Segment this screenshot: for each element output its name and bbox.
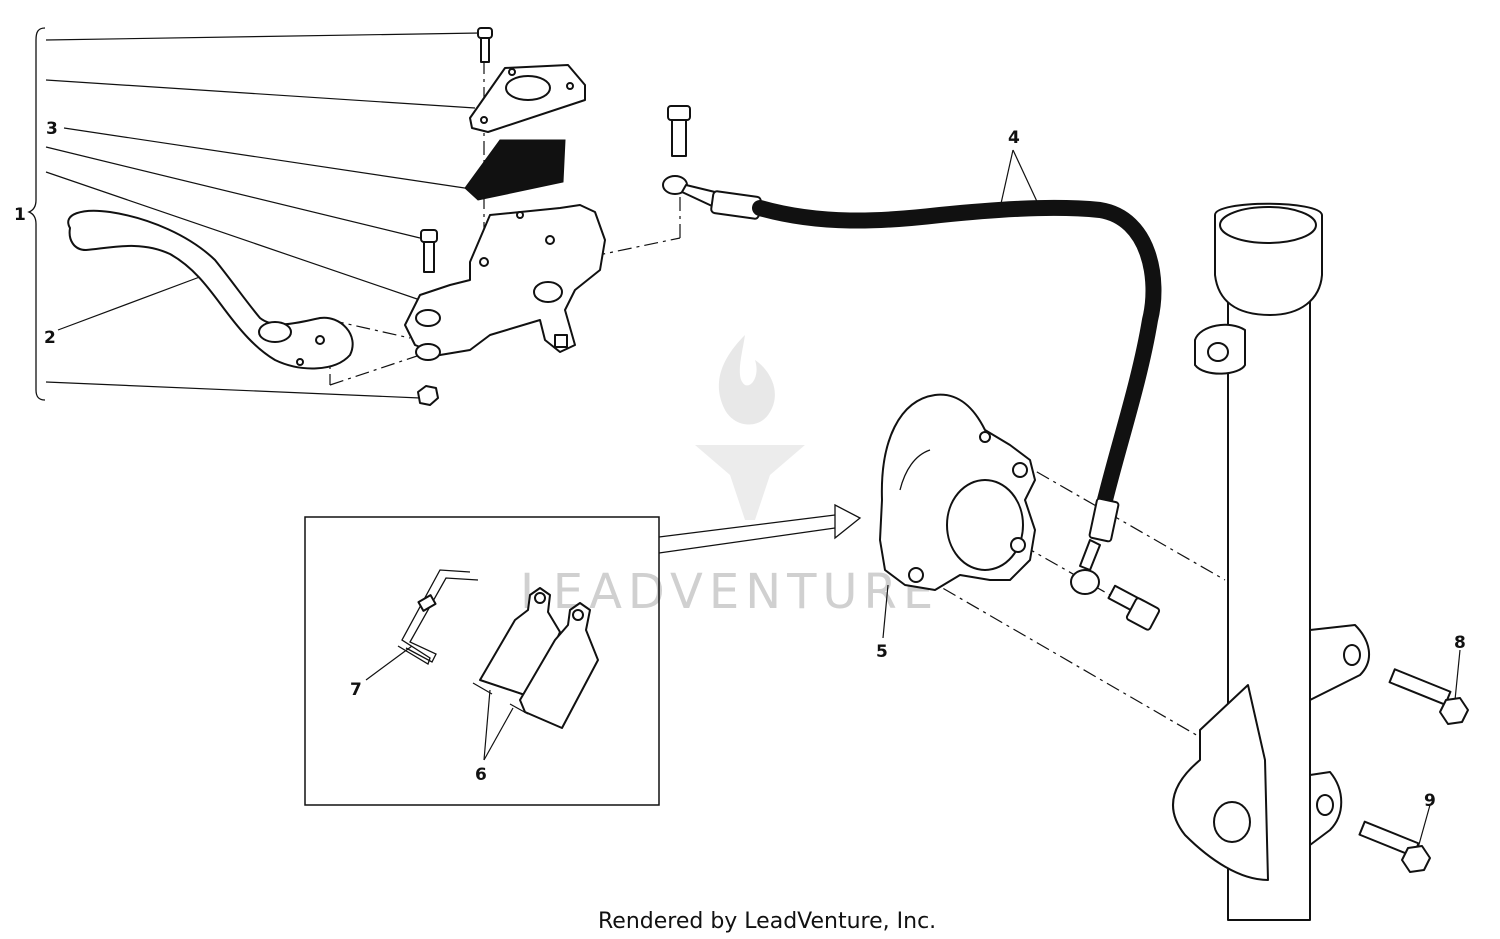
callout-7: 7 [350, 680, 362, 700]
callout-5: 5 [876, 642, 888, 662]
assembly-bracket [27, 27, 46, 401]
callout-3: 3 [46, 119, 58, 139]
detail-arrow [658, 503, 862, 554]
callout-1: 1 [14, 205, 26, 225]
pad-spring [397, 569, 479, 665]
diaphragm [464, 139, 566, 201]
callout-8: 8 [1454, 633, 1466, 653]
master-cylinder [404, 204, 606, 361]
callout-9: 9 [1424, 791, 1436, 811]
detail-inset-box [304, 516, 660, 806]
leader-lines [45, 32, 1461, 849]
caliper-banjo-bolt [1107, 584, 1161, 631]
brake-pads [472, 587, 599, 729]
callout-4: 4 [1008, 128, 1020, 148]
caliper-mount-bolt-9 [1358, 820, 1431, 873]
lever-pivot-bolt [420, 229, 438, 273]
callout-6: 6 [475, 765, 487, 785]
watermark-logo [695, 335, 805, 520]
alignment-lines [329, 60, 1226, 741]
lever-nut [417, 385, 439, 406]
callout-2: 2 [44, 328, 56, 348]
footer-credit: Rendered by LeadVenture, Inc. [598, 909, 936, 934]
brake-caliper [879, 393, 1036, 591]
brake-lever [67, 209, 354, 370]
caliper-mount-bolt-8 [1388, 668, 1469, 725]
brake-hose [662, 175, 1162, 595]
reservoir-cover-screw [477, 27, 493, 63]
fork-tube [1172, 202, 1370, 921]
banjo-bolt-top [667, 105, 691, 157]
reservoir-cover [469, 64, 586, 133]
